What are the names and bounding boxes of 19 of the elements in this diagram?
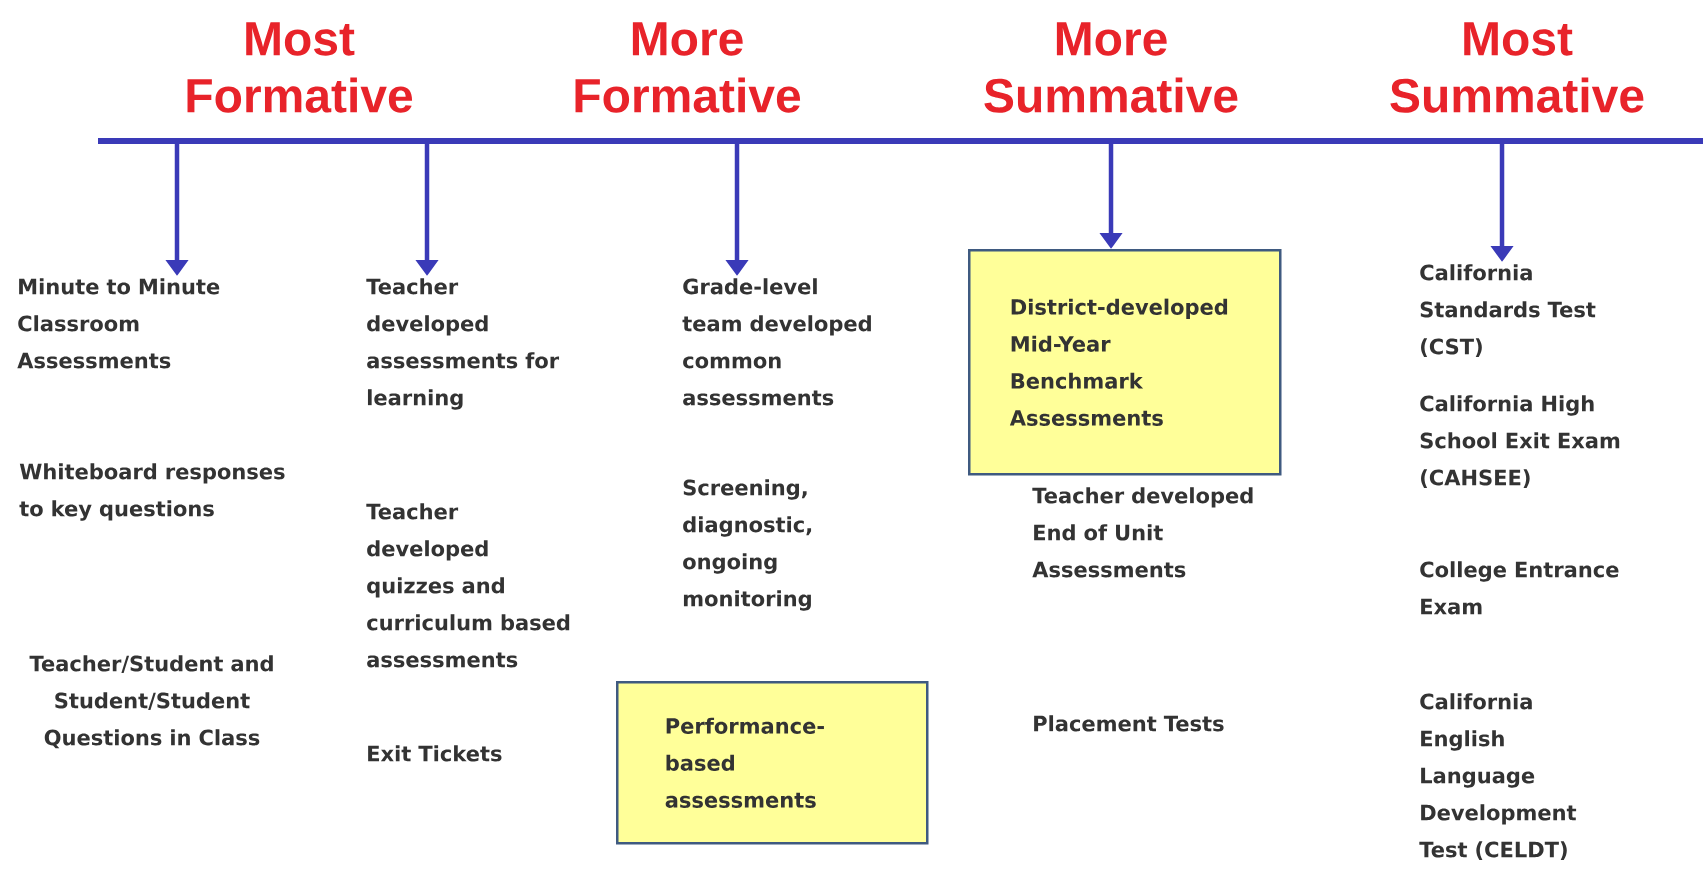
column-text: Screening, diagnostic, ongoing monitoring <box>683 479 812 611</box>
column-text: California English Language Development Test (CELDT) <box>1419 693 1577 860</box>
column-text: Whiteboard responses to key questions <box>19 463 285 521</box>
column-text: Minute to Minute Classroom Assessments <box>17 278 220 369</box>
scale-heading: Most Summative <box>1390 22 1644 113</box>
highlight-box: Performance-based assessments <box>616 681 929 845</box>
column-text: Teacher/Student and Student/Student Questions in Class <box>29 655 273 749</box>
column-text: Grade-level team developed common assessments <box>682 278 871 406</box>
scale-heading: More Formative <box>575 22 801 113</box>
scale-heading: Most Formative <box>187 22 413 113</box>
column-text: Exit Tickets <box>368 745 502 762</box>
column-text: Teacher developed quizzes and curriculum based assessments <box>366 503 570 668</box>
column-text: California Standards Test (CST) <box>1420 264 1596 357</box>
highlight-box: District-developed Mid-Year Benchmark Assessments <box>968 249 1282 476</box>
column-text: Teacher developed assessments for learning <box>366 278 560 410</box>
column-text: California High School Exit Exam (CAHSEE) <box>1420 395 1620 488</box>
column-text: College Entrance Exam <box>1420 561 1619 615</box>
scale-heading: More Summative <box>984 22 1238 113</box>
column-text: Placement Tests <box>1034 715 1224 732</box>
